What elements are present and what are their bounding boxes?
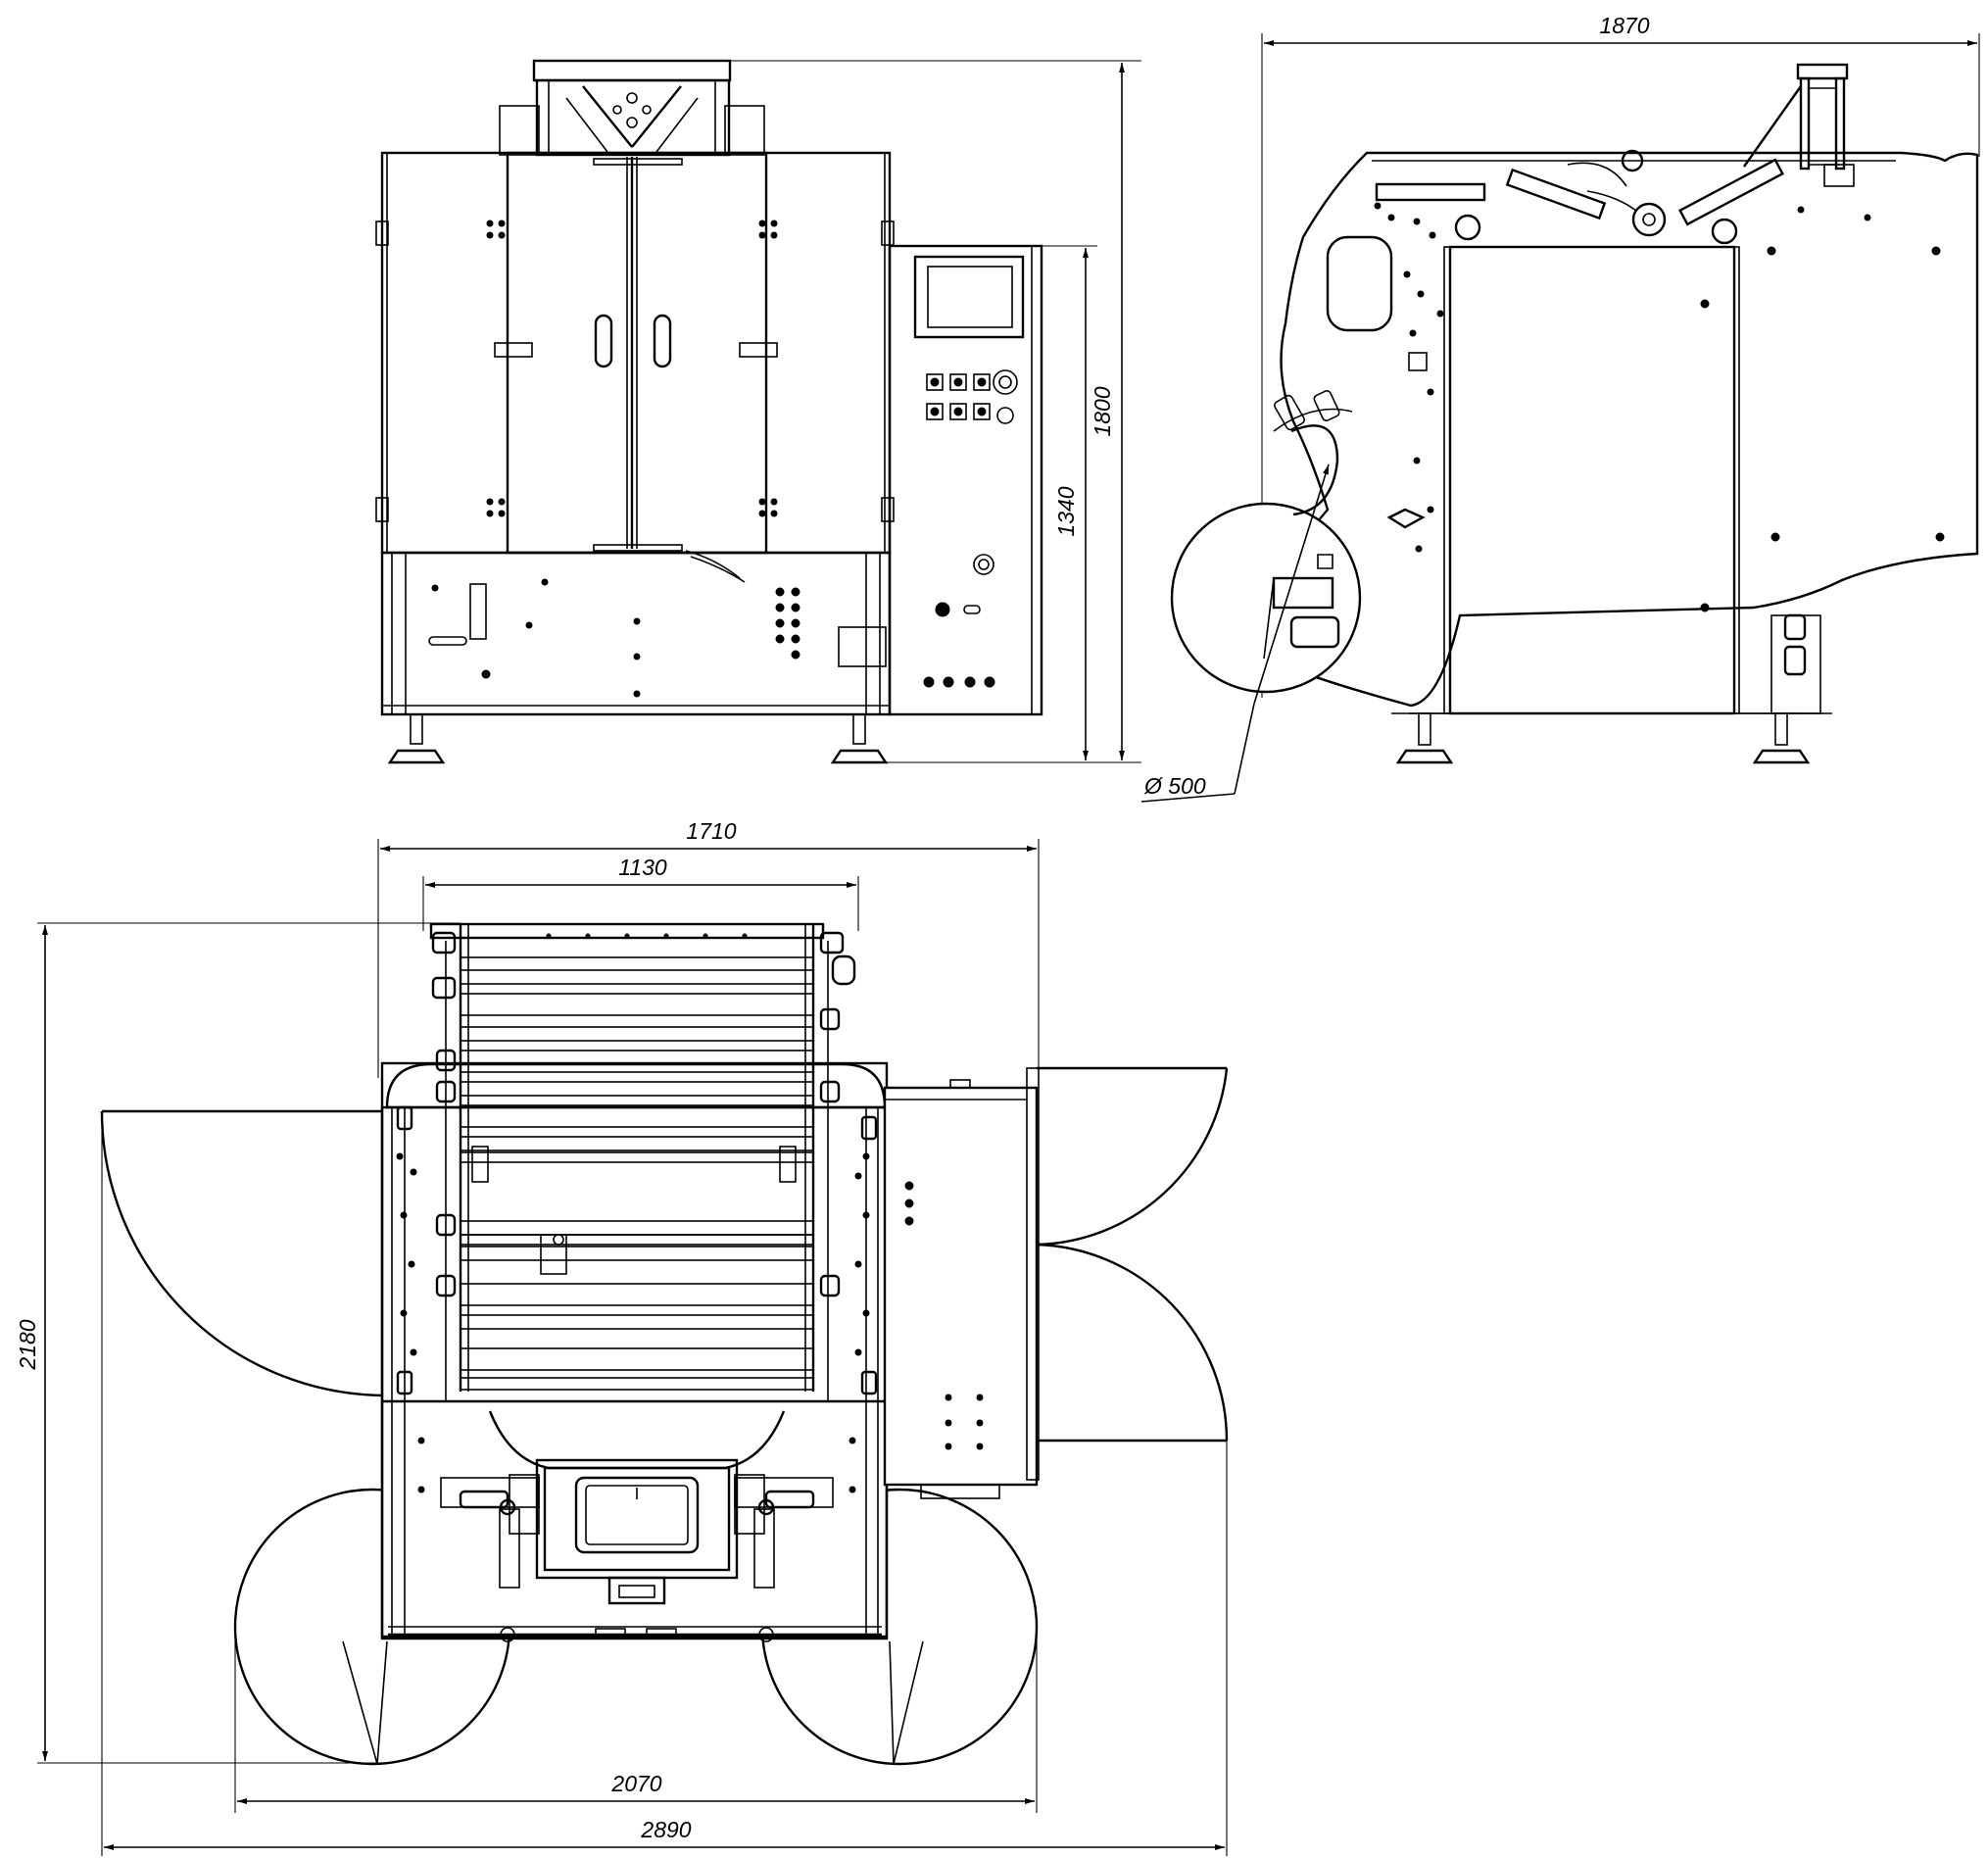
dim-1130: 1130 bbox=[422, 855, 859, 931]
dim-roll-diameter-label: Ø 500 bbox=[1143, 773, 1206, 799]
dim-2180-label: 2180 bbox=[15, 1319, 40, 1370]
plan-crossbars bbox=[429, 922, 829, 1401]
side-film-roll bbox=[1170, 390, 1362, 694]
plan-view: 1710 1130 2180 2070 2890 bbox=[15, 818, 1229, 1856]
side-view: 1870 bbox=[1140, 13, 1980, 803]
plan-forming-assembly bbox=[440, 1410, 834, 1642]
dim-2070-label: 2070 bbox=[610, 1771, 661, 1796]
dim-1340-label: 1340 bbox=[1053, 486, 1079, 536]
side-hopper bbox=[1743, 63, 1855, 187]
side-profile bbox=[1262, 151, 1979, 708]
front-feet bbox=[387, 713, 889, 764]
dim-1130-label: 1130 bbox=[618, 855, 667, 880]
dim-roll-diameter: Ø 500 bbox=[1140, 464, 1330, 803]
side-top-mechanism bbox=[1375, 149, 1784, 245]
dim-2070: 2070 bbox=[234, 1627, 1038, 1813]
dim-1870-label: 1870 bbox=[1599, 13, 1649, 38]
side-feet bbox=[1395, 712, 1811, 764]
front-view: 1800 1340 bbox=[375, 59, 1141, 764]
front-cabinet bbox=[375, 151, 895, 555]
dim-1710-label: 1710 bbox=[686, 818, 736, 844]
dim-1870: 1870 bbox=[1261, 13, 1980, 698]
plan-control-box bbox=[883, 1067, 1040, 1499]
dim-1340: 1340 bbox=[1053, 248, 1089, 760]
plan-side-rollers bbox=[396, 931, 878, 1395]
front-control-panel bbox=[888, 244, 1043, 716]
front-hopper bbox=[499, 59, 765, 157]
dim-2890: 2890 bbox=[101, 1111, 1228, 1856]
dim-1710: 1710 bbox=[377, 818, 1040, 1078]
dim-2890-label: 2890 bbox=[640, 1817, 691, 1842]
plan-door-swings bbox=[100, 1066, 1229, 1443]
dim-1800: 1800 bbox=[1090, 63, 1125, 760]
plan-frame bbox=[380, 1061, 889, 1640]
dim-1800-label: 1800 bbox=[1090, 386, 1115, 436]
front-lower-frame bbox=[380, 550, 892, 716]
dim-2180: 2180 bbox=[15, 922, 461, 1764]
